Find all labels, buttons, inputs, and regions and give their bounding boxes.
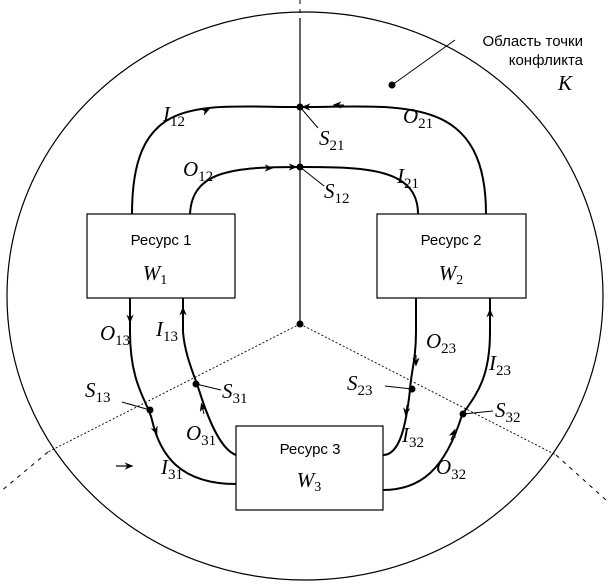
label-i12: I12 <box>162 102 185 130</box>
flow-path-inner-right <box>382 297 417 456</box>
label-s32: S32 <box>495 398 521 426</box>
flow-path-inner-top <box>189 165 419 215</box>
label-o21: O21 <box>403 104 433 132</box>
resource-1-label: Ресурс 1 <box>131 232 192 249</box>
label-s21: S21 <box>319 126 345 154</box>
leader-s21 <box>299 106 319 129</box>
leader-s31 <box>195 383 222 391</box>
label-i13: I13 <box>155 317 178 345</box>
label-o32: O32 <box>436 455 466 483</box>
flow-path-outer-left <box>129 297 237 485</box>
label-i32: I32 <box>401 423 424 451</box>
label-o23: O23 <box>426 329 456 357</box>
label-i21: I21 <box>396 164 419 192</box>
right-divider-dashed <box>555 454 607 501</box>
resource-1-symbol: W1 <box>143 261 168 288</box>
center-point <box>296 320 304 328</box>
conflict-area-line1: Область точки <box>482 33 583 50</box>
conflict-area-line2: конфликта <box>509 52 584 69</box>
label-o31: O31 <box>186 421 216 449</box>
leader-s23 <box>384 385 413 390</box>
resource-1-box: Ресурс 1 W1 <box>86 213 236 299</box>
label-s23: S23 <box>347 371 373 399</box>
conflict-area-circle <box>6 11 604 581</box>
label-i23: I23 <box>488 351 511 379</box>
label-s12: S12 <box>324 179 350 207</box>
conflict-area-symbol: K <box>557 71 573 95</box>
resource-2-label: Ресурс 2 <box>421 232 482 249</box>
arrow-i13b <box>199 402 207 415</box>
arrow-i32 <box>403 404 411 417</box>
resource-3-symbol: W3 <box>297 468 322 495</box>
leader-s13 <box>121 401 151 411</box>
left-divider <box>47 323 301 453</box>
arrow-i12 <box>200 108 211 116</box>
label-o13: O13 <box>100 321 130 349</box>
resource-3-label: Ресурс 3 <box>280 441 341 458</box>
leader-s12 <box>299 166 325 187</box>
left-divider-dashed <box>0 451 49 493</box>
label-s13: S13 <box>85 378 111 406</box>
resource-2-box: Ресурс 2 W2 <box>376 213 527 299</box>
leader-s32 <box>462 410 494 415</box>
resource-3-box: Ресурс 3 W3 <box>235 425 384 511</box>
leader-k <box>391 39 456 86</box>
resource-2-symbol: W2 <box>439 261 464 288</box>
label-o12: O12 <box>183 157 213 185</box>
label-i31: I31 <box>160 455 183 483</box>
flow-path-inner-left <box>182 297 237 456</box>
arrow-o31 <box>150 423 158 436</box>
label-s31: S31 <box>222 379 248 407</box>
arrow-o32 <box>448 428 456 441</box>
